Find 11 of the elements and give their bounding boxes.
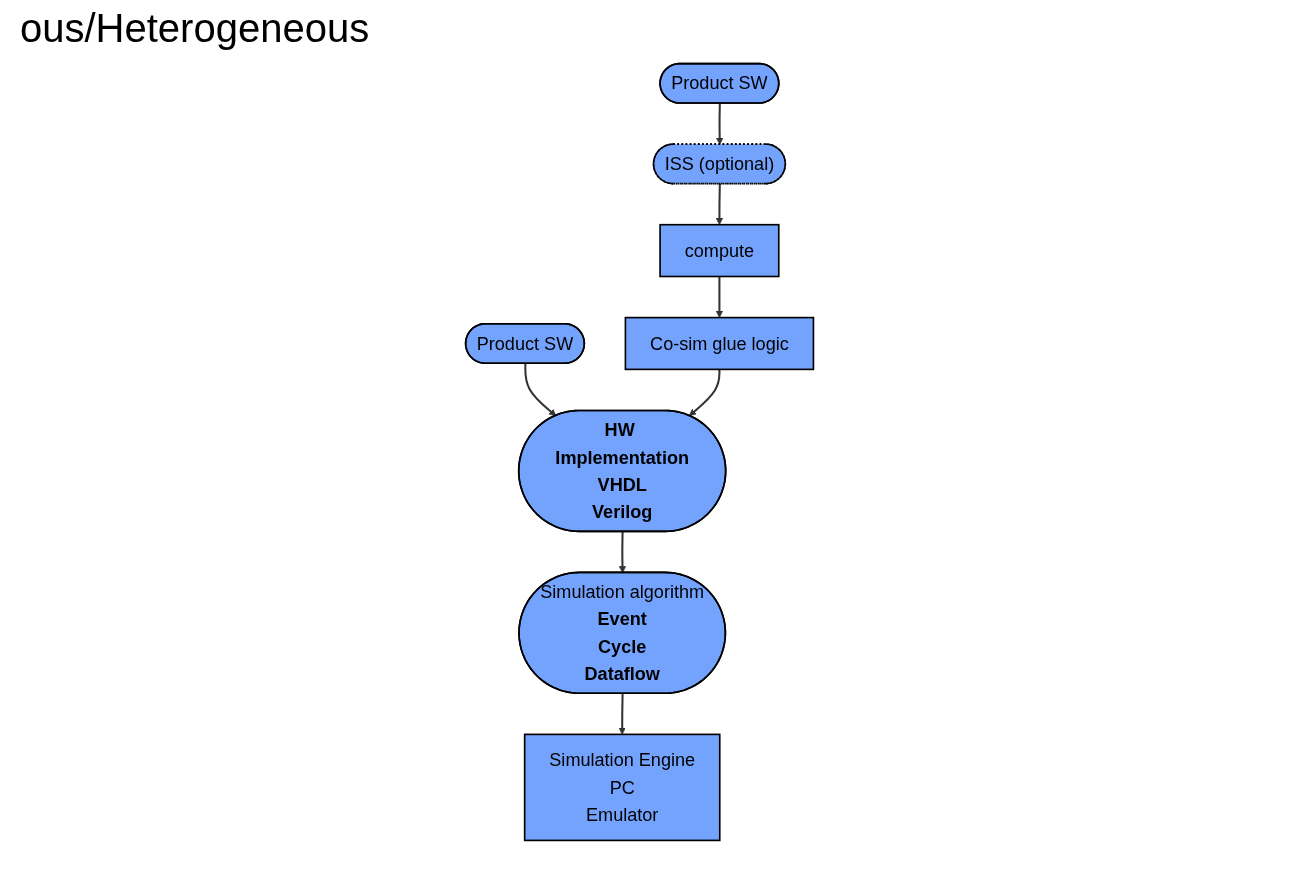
arrow	[716, 103, 724, 145]
arrow	[619, 531, 627, 574]
title: ous/Heterogeneous	[20, 6, 371, 51]
arrow	[524, 363, 557, 417]
node-box: Simulation Engine PC Emulator	[524, 733, 722, 842]
node-box: Co-sim glue logic	[625, 316, 815, 371]
arrow	[716, 184, 724, 226]
arrow	[716, 276, 724, 318]
arrow	[689, 369, 721, 417]
arrow	[619, 693, 627, 735]
node-box: compute	[659, 223, 781, 278]
